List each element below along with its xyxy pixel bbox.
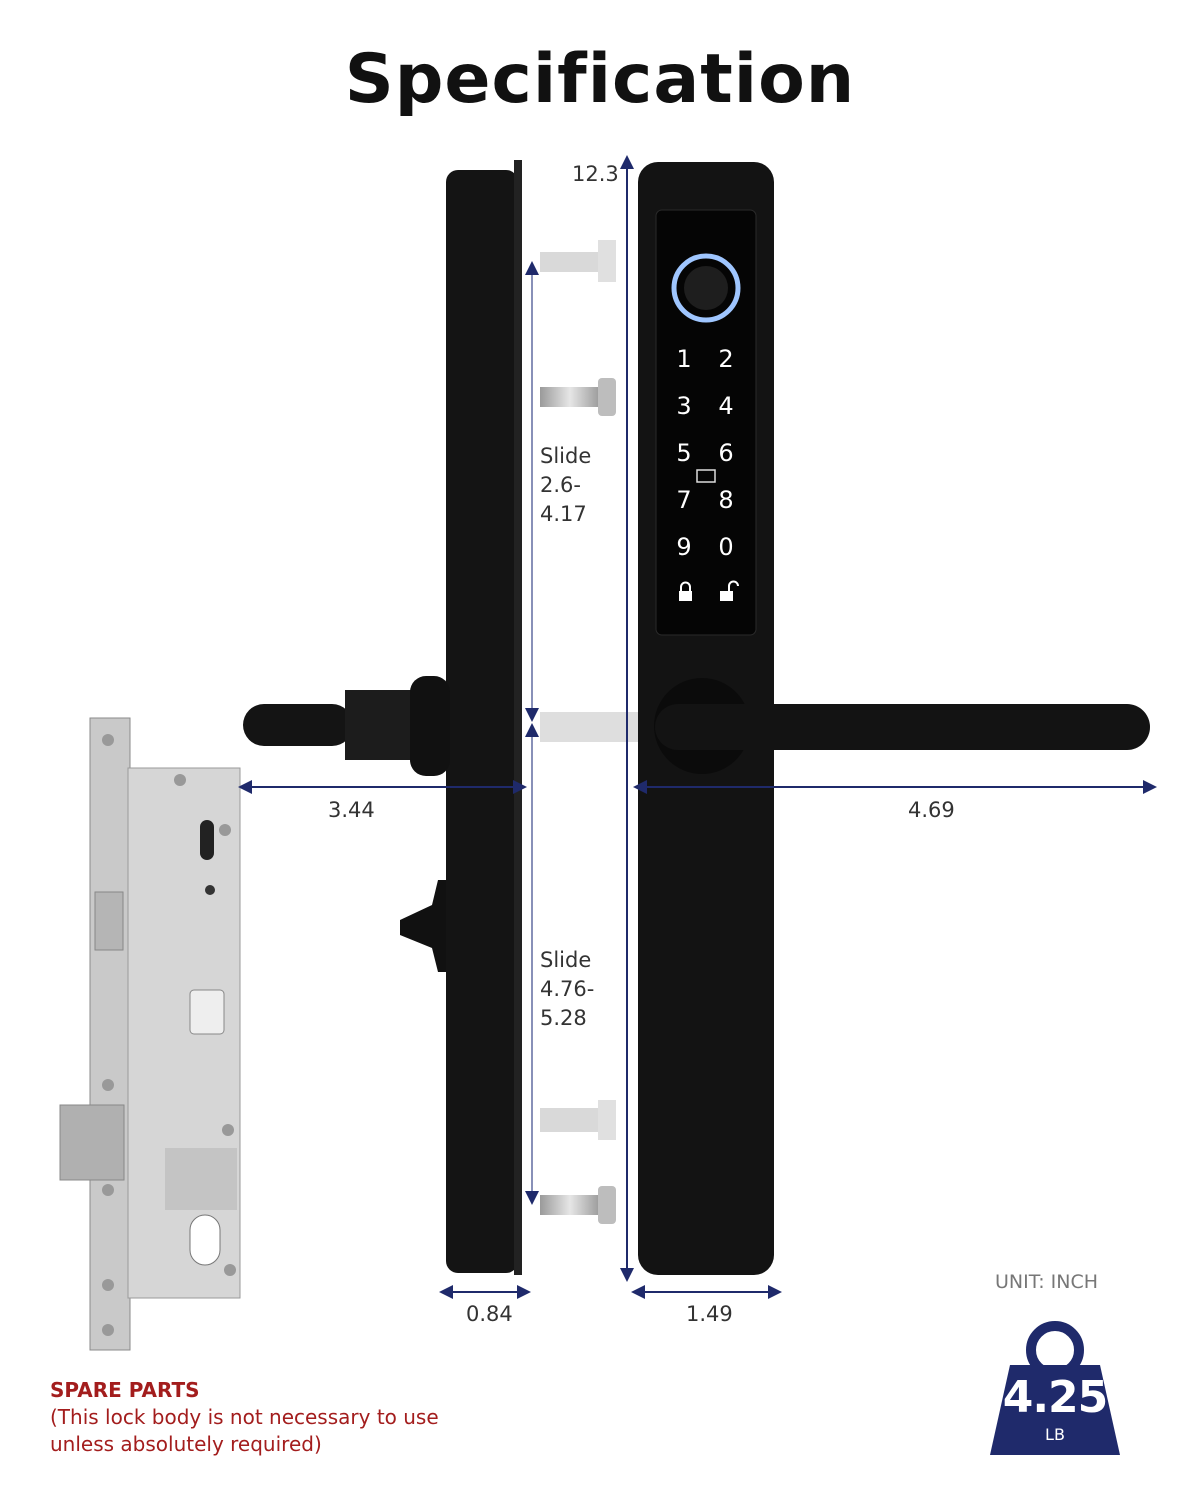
lock-icon	[679, 591, 692, 601]
unlock-icon	[720, 591, 733, 601]
slide-upper-line-1: Slide	[540, 444, 592, 468]
weight-value: 4.25	[1002, 1372, 1109, 1423]
spare-parts-title: SPARE PARTS	[50, 1378, 200, 1402]
card-icon	[696, 469, 716, 483]
key-1[interactable]: 1	[676, 345, 692, 373]
front-view-lock	[638, 162, 1150, 1275]
key-3[interactable]: 3	[676, 392, 692, 420]
key-6[interactable]: 6	[718, 439, 734, 467]
key-9[interactable]: 9	[676, 533, 692, 561]
unit-label: UNIT: INCH	[995, 1271, 1099, 1293]
weight-unit: LB	[1045, 1425, 1065, 1444]
key-4[interactable]: 4	[718, 392, 734, 420]
dimension-lines	[238, 155, 1157, 1299]
key-0[interactable]: 0	[718, 533, 734, 561]
page-title: Specification	[344, 40, 856, 119]
weight-icon	[990, 1321, 1120, 1455]
key-7[interactable]: 7	[676, 486, 692, 514]
slide-lower-line-3: 5.28	[540, 1006, 587, 1030]
mortise-lock-body	[59, 717, 241, 1351]
fingerprint-icon	[671, 253, 741, 323]
side-view-lock	[243, 160, 522, 1275]
dim-height: 12.3	[572, 162, 619, 186]
slide-upper-line-2: 2.6-	[540, 473, 581, 497]
slide-lower-line-1: Slide	[540, 948, 592, 972]
slide-upper-line-3: 4.17	[540, 502, 587, 526]
spare-parts-note: (This lock body is not necessary to use …	[50, 1405, 439, 1456]
slide-upper-label: Slide 2.6- 4.17	[540, 442, 591, 529]
screws	[540, 240, 640, 1224]
dim-handle-left: 3.44	[328, 798, 375, 822]
dim-handle-right: 4.69	[908, 798, 955, 822]
slide-lower-label: Slide 4.76- 5.28	[540, 946, 594, 1033]
dim-front-width: 1.49	[686, 1302, 733, 1326]
key-8[interactable]: 8	[718, 486, 734, 514]
slide-lower-line-2: 4.76-	[540, 977, 595, 1001]
key-2[interactable]: 2	[718, 345, 734, 373]
key-5[interactable]: 5	[676, 439, 692, 467]
dim-side-depth: 0.84	[466, 1302, 513, 1326]
